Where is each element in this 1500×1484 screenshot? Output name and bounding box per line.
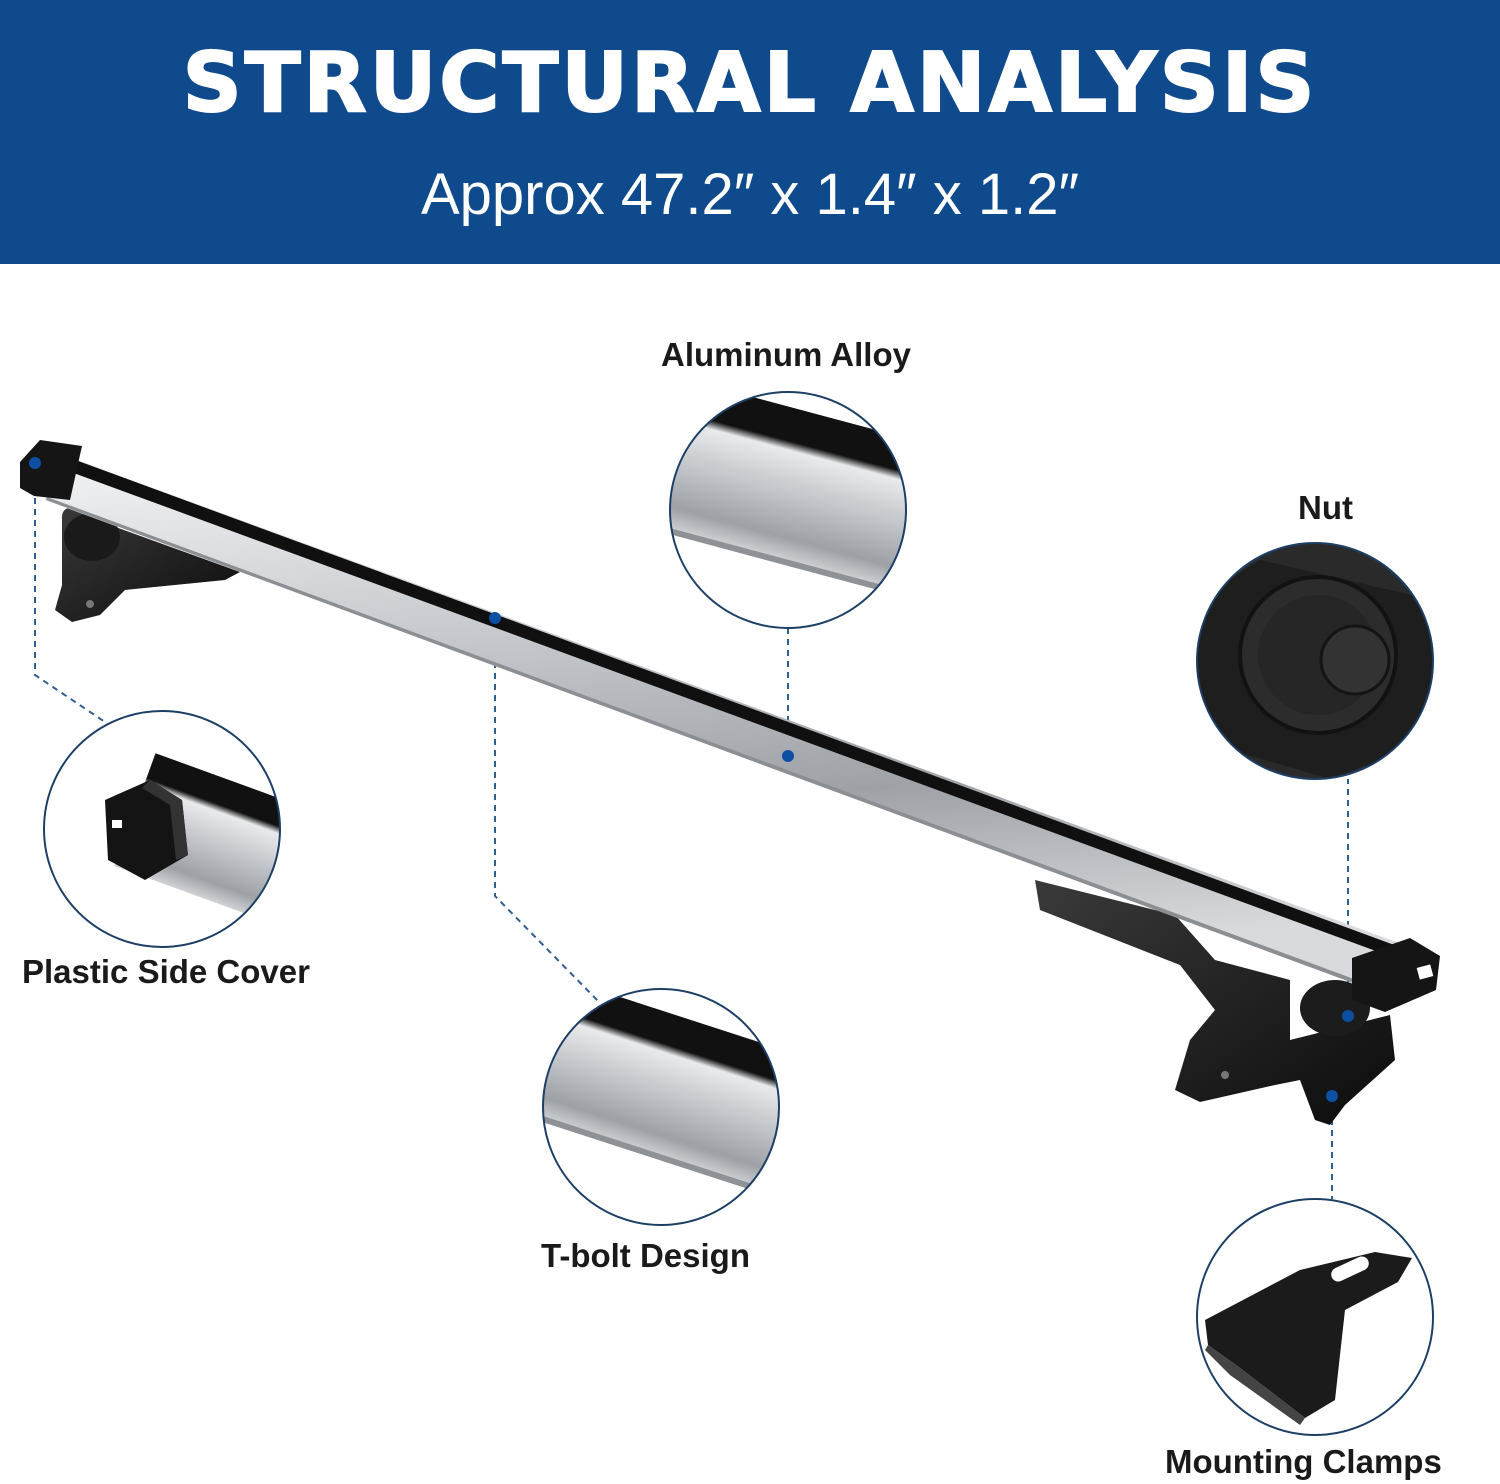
dot-clamps [1326, 1090, 1338, 1102]
left-foot [55, 507, 240, 622]
dimensions-subtitle: Approx 47.2″ x 1.4″ x 1.2″ [420, 162, 1080, 227]
product-diagram: Aluminum Alloy Nut Plastic Side Cover T-… [0, 264, 1500, 1484]
label-nut: Nut [1298, 489, 1353, 526]
label-mounting-clamps: Mounting Clamps [1165, 1443, 1442, 1480]
roof-rack-illustration [20, 391, 1440, 1436]
label-tbolt-design: T-bolt Design [541, 1237, 750, 1274]
side-cover-zoom-circle [43, 710, 281, 948]
clamps-zoom-circle [1196, 1198, 1434, 1436]
dot-tbolt [489, 612, 501, 624]
tbolt-zoom-circle [542, 988, 780, 1226]
label-plastic-side-cover: Plastic Side Cover [22, 953, 310, 990]
nut-zoom-circle [1196, 542, 1434, 780]
header-banner: STRUCTURAL ANALYSIS Approx 47.2″ x 1.4″ … [0, 0, 1500, 264]
label-aluminum-alloy: Aluminum Alloy [661, 336, 911, 373]
dot-nut [1342, 1010, 1354, 1022]
page-title: STRUCTURAL ANALYSIS [182, 35, 1318, 132]
aluminum-zoom-circle [669, 391, 907, 629]
dot-aluminum [782, 750, 794, 762]
anchor-dots [29, 457, 1354, 1102]
dot-side-cover [29, 457, 41, 469]
crossbar [20, 440, 1440, 1012]
